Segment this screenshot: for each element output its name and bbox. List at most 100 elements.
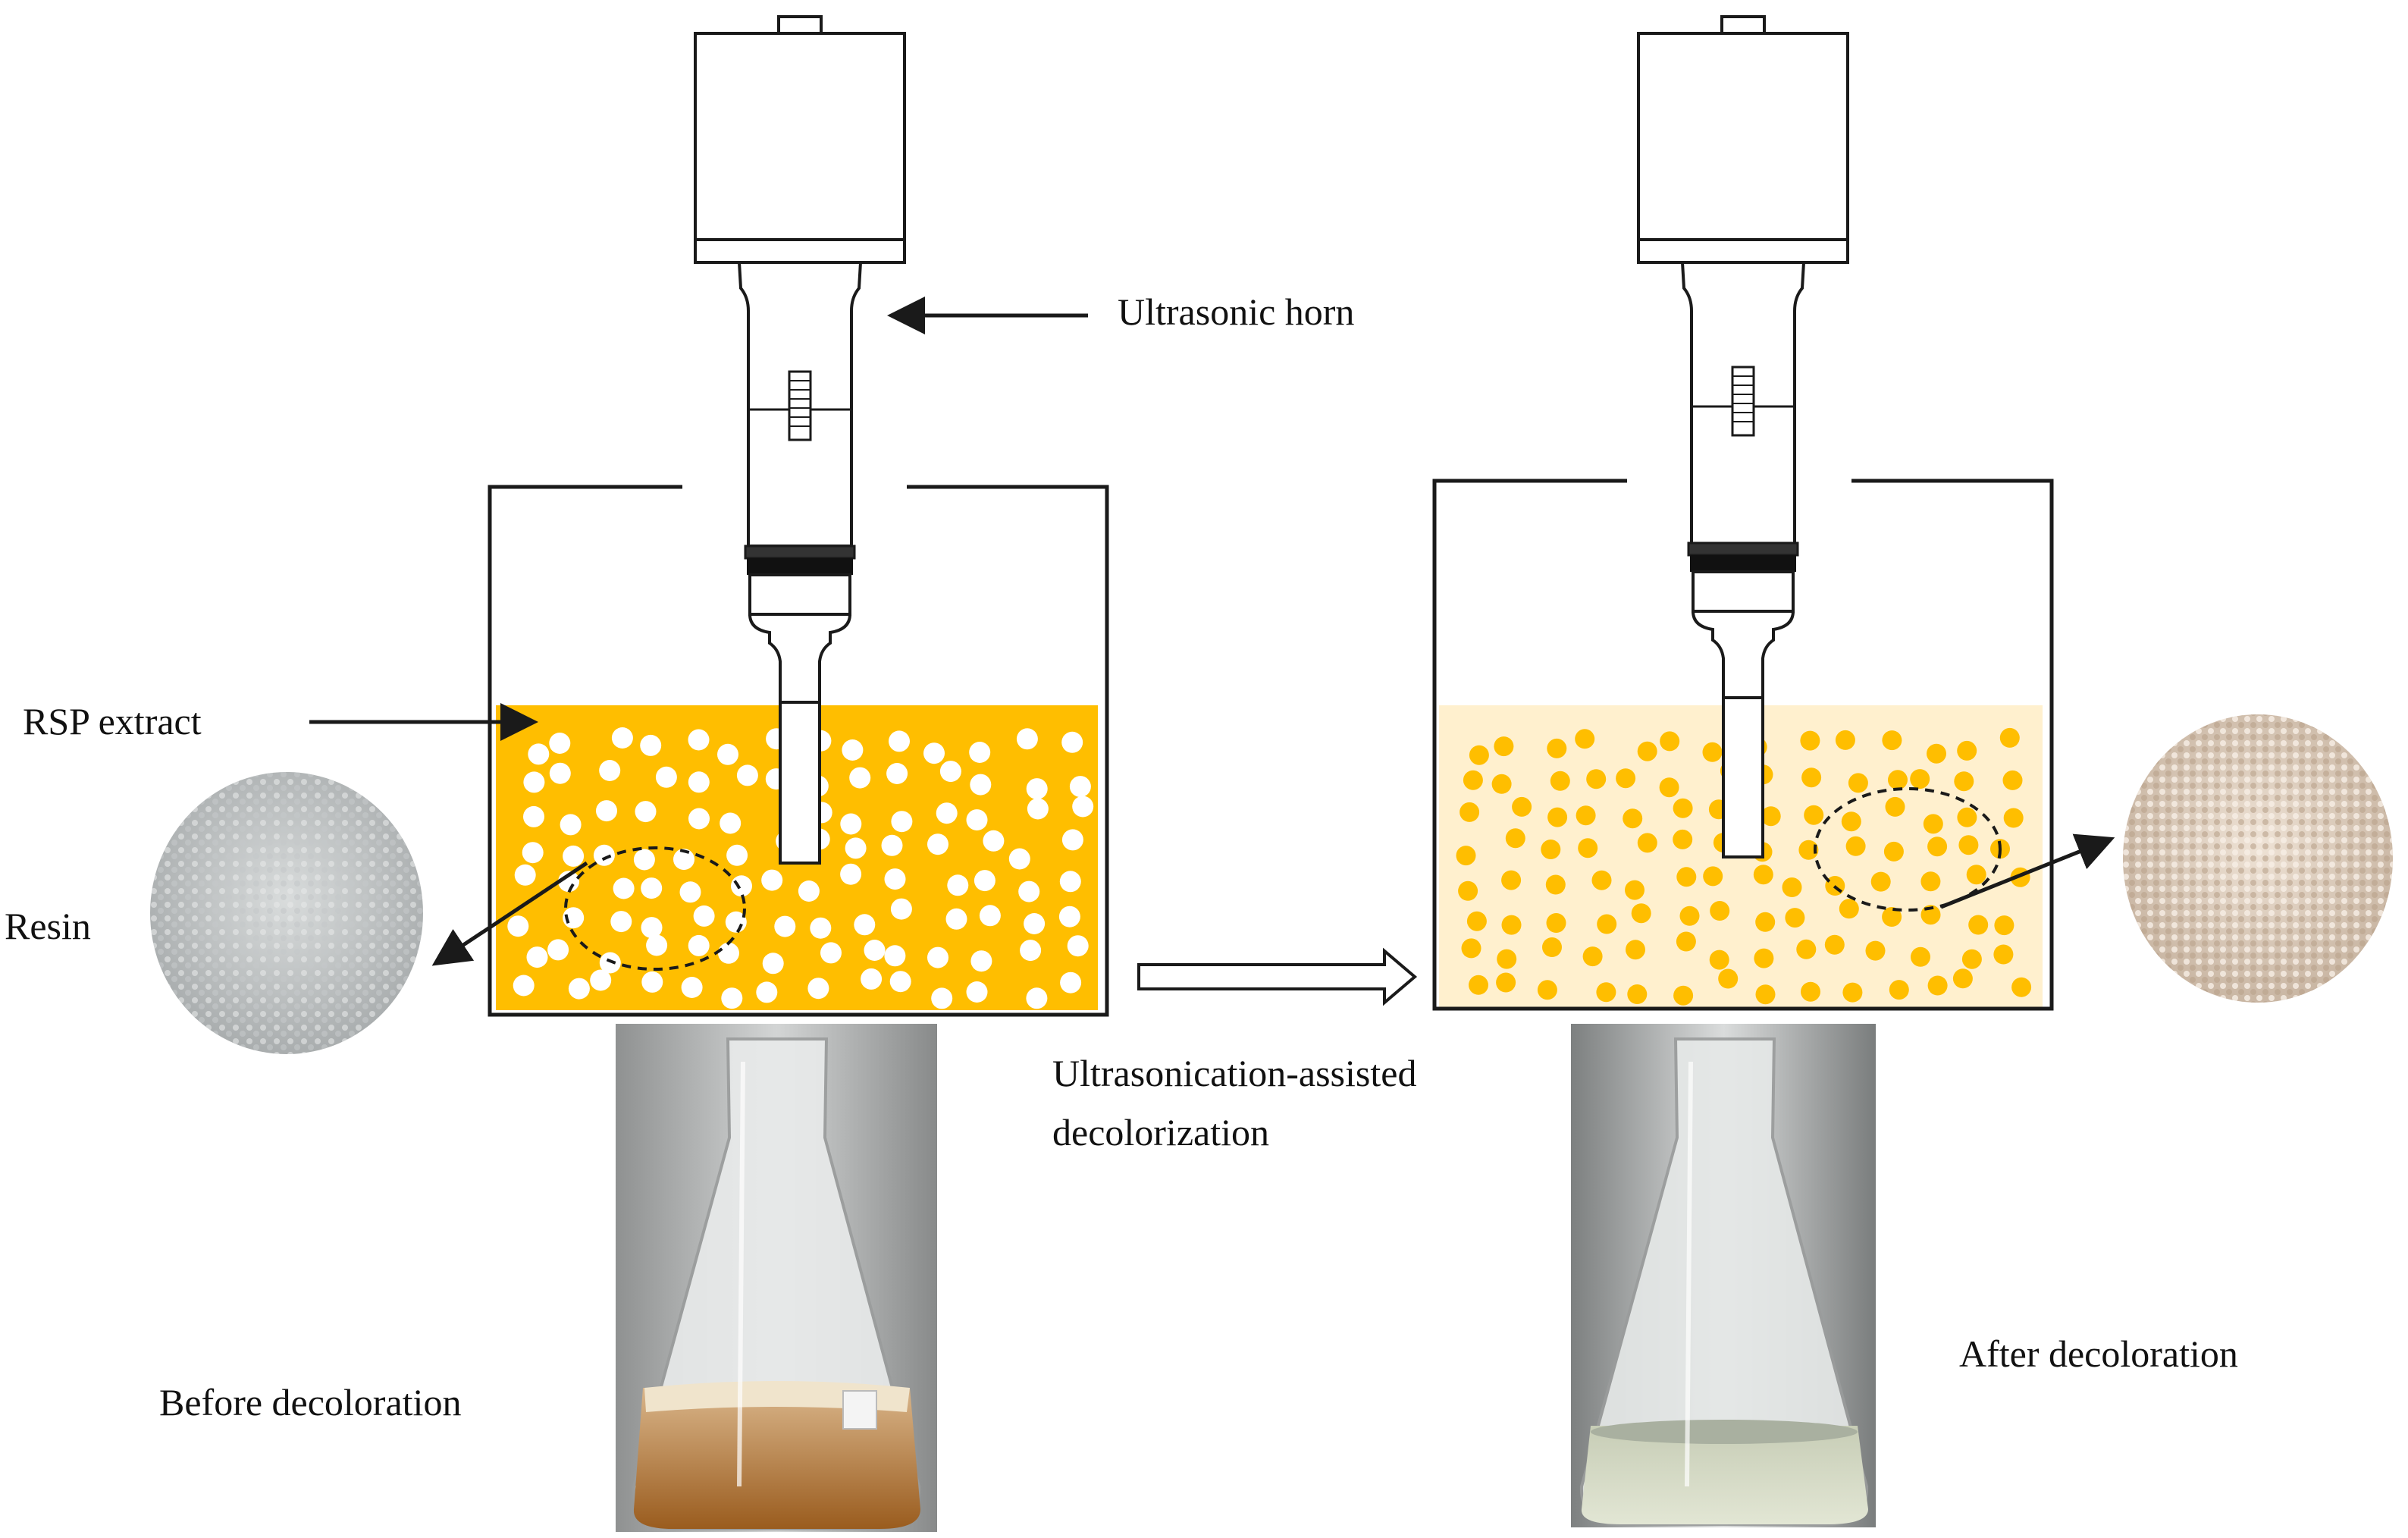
resin-bead [1059, 871, 1081, 893]
resin-beads-after [1456, 727, 2032, 1006]
resin-bead [1496, 972, 1516, 993]
resin-bead [688, 808, 710, 830]
resin-bead [798, 880, 820, 902]
resin-bead [1547, 807, 1568, 827]
resin-bead [1512, 796, 1532, 817]
resin-bead [1993, 944, 2014, 965]
resin-bead [1659, 777, 1679, 798]
arrow-to-resin-gray [431, 861, 588, 966]
resin-bead [1703, 866, 1723, 887]
resin-bead [522, 842, 544, 864]
resin-bead [633, 849, 655, 871]
resin-bead [679, 881, 701, 903]
resin-bead [1801, 981, 1820, 1002]
resin-bead [513, 975, 535, 997]
resin-bead [1804, 805, 1824, 825]
resin-bead [890, 898, 912, 920]
resin-bead [1586, 769, 1607, 789]
resin-bead [610, 911, 632, 933]
resin-bead [969, 742, 991, 763]
resin-bead [1957, 740, 1977, 761]
resin-bead [1626, 940, 1645, 960]
resin-bead [1927, 743, 1946, 764]
label-ultrasonic-horn: Ultrasonic horn [1118, 290, 1354, 333]
resin-beads-before [507, 727, 1094, 1009]
resin-bead [1637, 833, 1657, 853]
resin-bead [1961, 949, 1982, 969]
resin-bead [1458, 880, 1478, 901]
resin-bead [673, 849, 694, 871]
resin-bead [1660, 731, 1680, 752]
resin-bead [1927, 836, 1948, 857]
resin-bead [756, 981, 778, 1003]
resin-bead [1718, 968, 1739, 989]
resin-bead [762, 953, 784, 975]
resin-bead [507, 915, 529, 937]
resin-bead [1920, 871, 1941, 892]
resin-bead [1501, 870, 1522, 890]
resin-bead [1966, 865, 1986, 885]
resin-bead [1842, 982, 1863, 1003]
resin-bead [1676, 867, 1697, 887]
resin-bead [1024, 913, 1046, 934]
resin-bead [1578, 838, 1598, 858]
resin-bead [1461, 938, 1481, 959]
resin-bead [1494, 736, 1514, 757]
resin-bead [549, 733, 571, 754]
ultrasonic-horn-left [694, 15, 906, 865]
resin-bead [1911, 946, 1930, 967]
resin-bead [1627, 984, 1648, 1004]
resin-bead [1018, 880, 1040, 902]
resin-bead [886, 763, 908, 784]
resin-bead [1952, 968, 1973, 989]
resin-closeup-beige [2123, 714, 2393, 1003]
resin-bead [923, 742, 945, 764]
resin-bead [693, 905, 715, 927]
resin-bead [514, 864, 536, 886]
resin-bead [881, 834, 903, 856]
resin-bead [635, 801, 657, 823]
resin-bead [1026, 778, 1048, 800]
resin-bead [1623, 808, 1643, 829]
resin-bead [560, 814, 582, 836]
resin-bead [1591, 870, 1612, 890]
resin-bead [549, 762, 571, 784]
resin-bead [1883, 841, 1904, 862]
resin-bead [1848, 773, 1868, 793]
label-rsp-extract: RSP extract [23, 700, 202, 742]
resin-bead [688, 729, 710, 751]
resin-bead [1537, 980, 1557, 1000]
label-before: Before decoloration [159, 1381, 461, 1423]
resin-bead [1755, 912, 1776, 932]
resin-bead [884, 868, 906, 890]
resin-bead [726, 844, 748, 866]
resin-bead [1999, 727, 2020, 748]
resin-bead [864, 940, 886, 961]
resin-bead [641, 877, 663, 899]
resin-bead [1968, 915, 1989, 935]
resin-bead [1835, 730, 1855, 750]
resin-bead [1460, 802, 1480, 822]
resin-bead [1882, 730, 1902, 751]
resin-bead [1497, 949, 1517, 969]
resin-bead [558, 871, 580, 893]
resin-bead [849, 767, 871, 789]
resin-bead [1923, 814, 1943, 834]
resin-bead [736, 764, 758, 786]
resin-bead [979, 905, 1001, 927]
resin-bead [1673, 985, 1694, 1006]
resin-bead [810, 917, 832, 939]
resin-bead [568, 978, 590, 1000]
resin-bead [1958, 835, 1979, 855]
resin-bead [889, 971, 911, 993]
resin-bead [1885, 796, 1905, 817]
process-arrow [1137, 947, 1418, 1006]
resin-bead [1542, 937, 1562, 957]
resin-bead [526, 946, 548, 968]
resin-bead [613, 877, 635, 899]
resin-bead [1491, 774, 1512, 794]
resin-bead [1616, 768, 1636, 789]
resin-bead [1782, 877, 1802, 897]
resin-bead [1796, 939, 1817, 959]
resin-bead [1761, 806, 1781, 827]
